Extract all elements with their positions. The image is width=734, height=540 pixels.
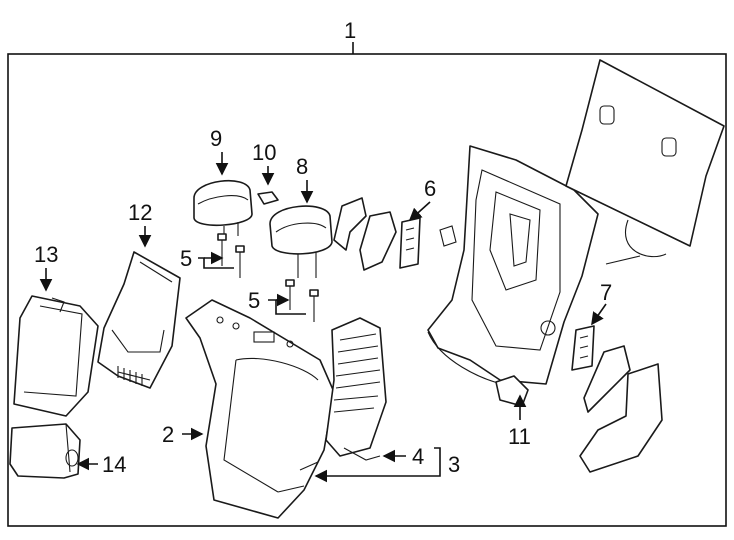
callout-labels: 1 9 10 8 6 12 13 5 5 7 11 2 14 4 3	[34, 18, 612, 477]
callout-5-lower: 5	[248, 288, 260, 313]
callout-9: 9	[210, 126, 222, 151]
part-9-headrest[interactable]	[193, 179, 253, 240]
callout-2: 2	[162, 422, 174, 447]
back-panel[interactable]	[565, 59, 725, 265]
assembly-frame	[7, 53, 727, 527]
callout-6: 6	[424, 176, 436, 201]
part-6-trim[interactable]	[333, 197, 421, 271]
part-4-seatback-pad[interactable]	[325, 317, 387, 461]
part-7-switch-bezel[interactable]	[571, 325, 595, 371]
callout-7: 7	[600, 280, 612, 305]
callout-14: 14	[102, 452, 126, 477]
callout-10: 10	[252, 140, 276, 165]
part-2-seatback-cushion[interactable]	[185, 299, 335, 519]
part-5-guide-upper[interactable]	[217, 233, 245, 278]
callout-13: 13	[34, 242, 58, 267]
leader-lines	[39, 152, 607, 483]
part-12-side-panel[interactable]	[97, 251, 181, 389]
callout-3: 3	[448, 452, 460, 477]
part-8-headrest[interactable]	[269, 205, 333, 278]
part-14-armrest[interactable]	[9, 423, 81, 479]
callout-12: 12	[128, 200, 152, 225]
callout-8: 8	[296, 154, 308, 179]
callout-4: 4	[412, 444, 424, 469]
callout-11: 11	[508, 424, 531, 449]
right-side-trim[interactable]	[579, 345, 663, 473]
part-13-side-cushion[interactable]	[13, 295, 99, 417]
callout-1: 1	[344, 18, 356, 43]
part-5-guide-lower[interactable]	[285, 279, 319, 322]
part-10-cap[interactable]	[257, 191, 279, 205]
callout-5-upper: 5	[180, 246, 192, 271]
